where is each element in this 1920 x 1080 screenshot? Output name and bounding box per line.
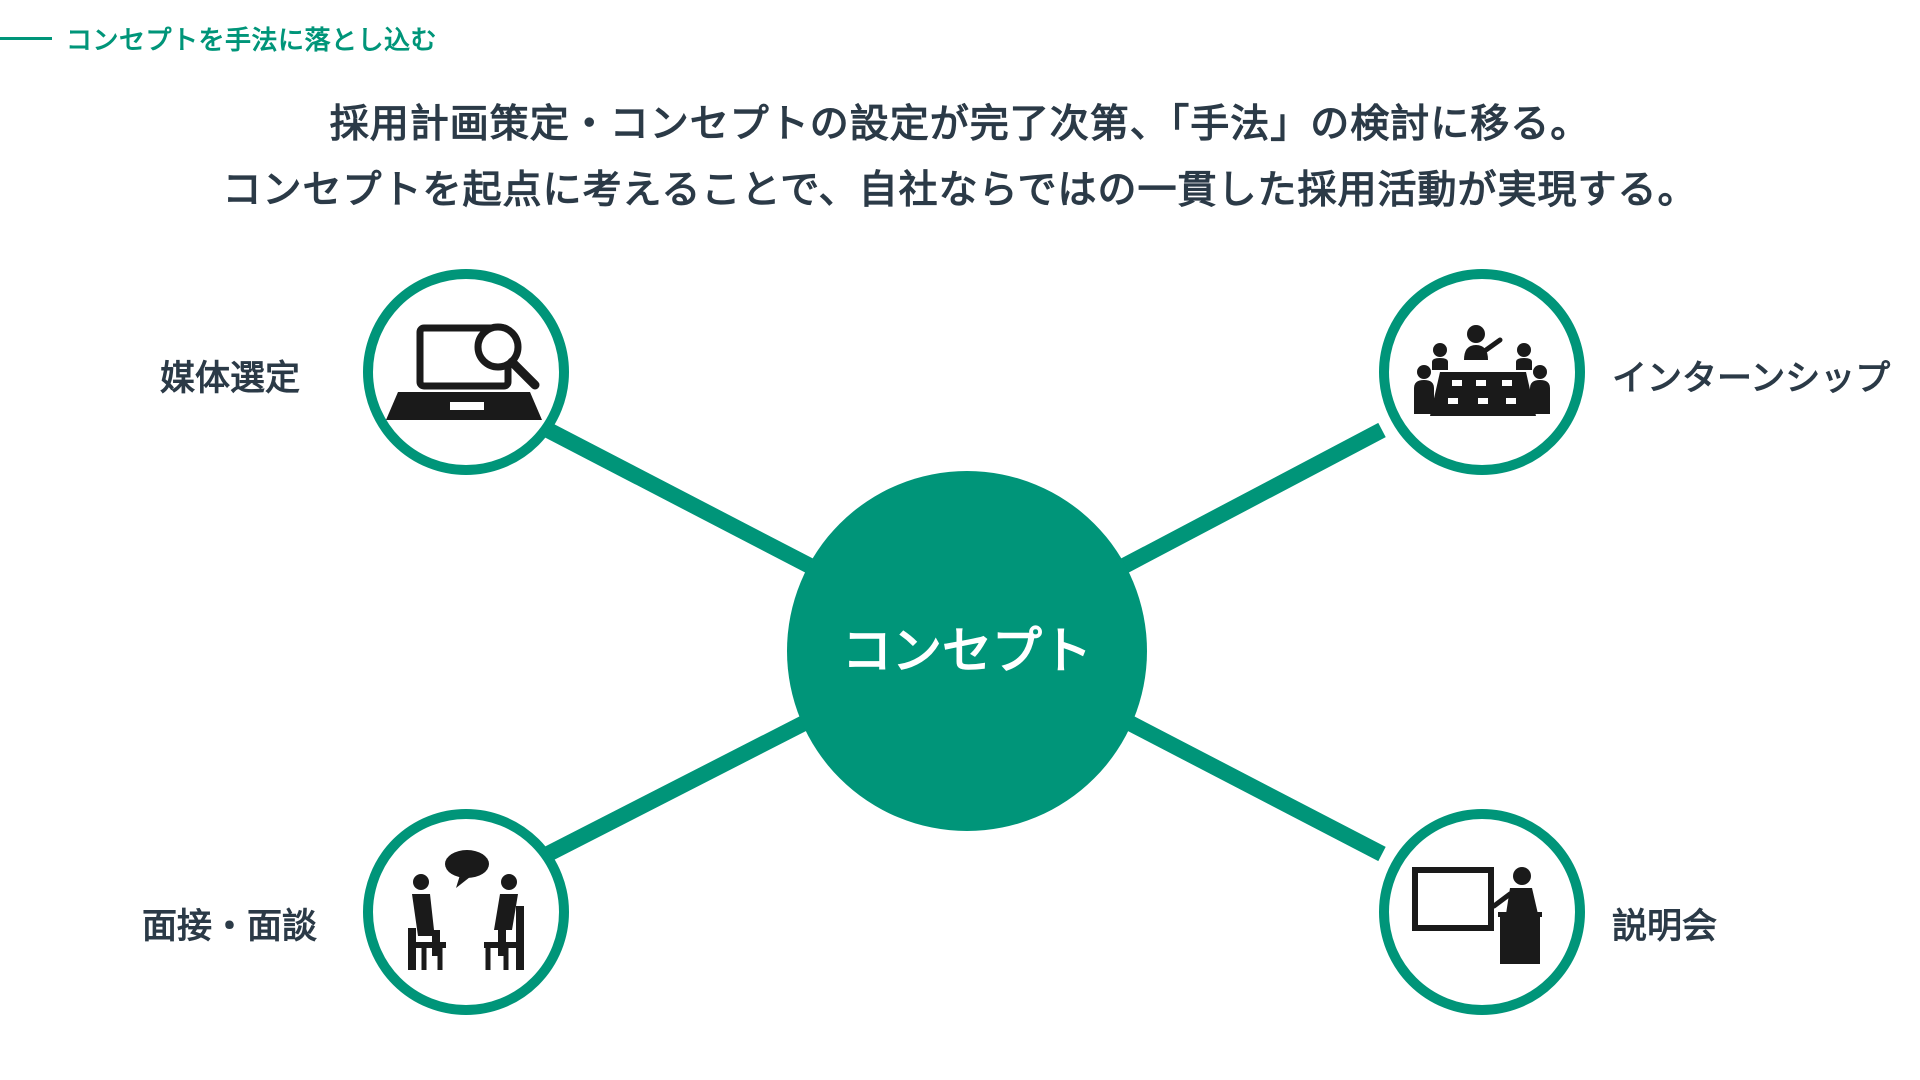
node-session	[1379, 809, 1585, 1015]
node-circle-media	[363, 269, 569, 475]
connector-media	[544, 422, 814, 574]
connector-intern	[1120, 422, 1386, 574]
concept-label: コンセプト	[842, 622, 1092, 680]
node-label-interview: 面接・面談	[142, 907, 318, 947]
section-title: コンセプトを手法に落とし込む	[66, 25, 438, 56]
node-circle-interview	[363, 809, 569, 1015]
headline-line-2: コンセプトを起点に考えることで、自社ならではの一貫した採用活動が実現する。	[222, 168, 1698, 213]
section-header: コンセプトを手法に落とし込む	[0, 18, 437, 58]
headline-line-1: 採用計画策定・コンセプトの設定が完了次第、「手法」の検討に移る。	[329, 102, 1591, 147]
meeting-table-icon	[1414, 325, 1550, 416]
concept-circle	[787, 471, 1147, 831]
connector-session	[1120, 712, 1386, 862]
node-label-intern: インターンシップ	[1612, 359, 1891, 399]
concept-center: コンセプト	[787, 471, 1147, 831]
presentation-icon	[1412, 867, 1542, 964]
node-intern	[1379, 269, 1585, 475]
connector-lines	[544, 422, 1386, 862]
section-rule	[0, 36, 52, 40]
laptop-search-icon	[386, 323, 542, 420]
interview-icon	[408, 850, 524, 970]
connector-interview	[544, 712, 814, 862]
node-label-session: 説明会	[1612, 907, 1718, 947]
node-media	[363, 269, 569, 475]
headline: 採用計画策定・コンセプトの設定が完了次第、「手法」の検討に移る。 コンセプトを起…	[0, 92, 1920, 224]
node-interview	[363, 809, 569, 1015]
node-label-media: 媒体選定	[160, 359, 301, 399]
